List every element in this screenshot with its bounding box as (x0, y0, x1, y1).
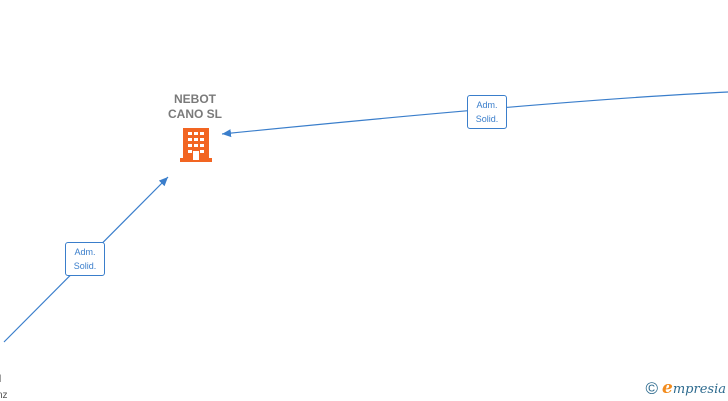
edge-label-top-line2: Solid. (475, 114, 499, 124)
company-node-label[interactable]: NEBOT CANO SL (152, 92, 238, 122)
edge-label-left-line1: Adm. (74, 247, 96, 257)
company-name-line2: CANO SL (168, 107, 222, 121)
brand-initial: e (662, 378, 673, 398)
offscreen-node-label-line1: l (0, 374, 2, 385)
edge-label-top[interactable]: Adm. Solid. (467, 95, 507, 129)
edge-label-left-line2: Solid. (73, 261, 97, 271)
copyright-icon: © (645, 378, 659, 398)
edge-label-top-line1: Adm. (476, 100, 498, 110)
edge-label-left[interactable]: Adm. Solid. (65, 242, 105, 276)
brand-rest: mpresia (672, 382, 726, 397)
brand-watermark: © empresia (646, 378, 727, 398)
edge-line-top (221, 91, 728, 138)
company-name-line1: NEBOT (174, 92, 216, 106)
brand-logo: empresia (662, 378, 726, 398)
offscreen-node-label-line2: nz (0, 390, 8, 401)
building-icon[interactable] (180, 126, 212, 162)
